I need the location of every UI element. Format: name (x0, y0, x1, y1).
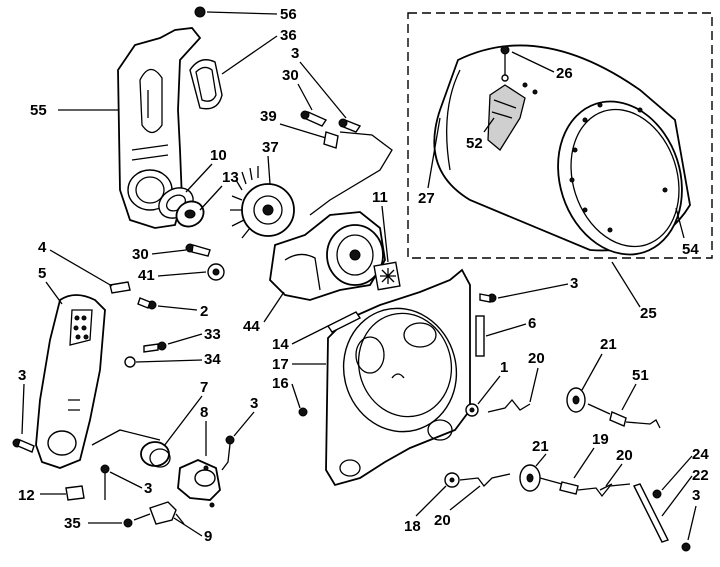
bracket-12 (65, 485, 85, 501)
screw-35 (123, 518, 133, 528)
callout-25: 25 (640, 305, 657, 322)
callout-2: 2 (200, 303, 208, 320)
switch-8 (177, 459, 221, 508)
callout-33: 33 (204, 326, 221, 343)
callout-7: 7 (200, 379, 208, 396)
blower-wheel-37 (230, 166, 295, 239)
callout-10: 10 (210, 147, 227, 164)
callout-5: 5 (38, 265, 46, 282)
callout-3-right: 3 (692, 487, 700, 504)
callout-36: 36 (280, 27, 297, 44)
callout-56: 56 (280, 6, 297, 23)
roller-axle-20c (599, 483, 613, 491)
seal-14 (326, 311, 362, 333)
drum-baffle (487, 84, 526, 151)
callout-4: 4 (38, 239, 47, 256)
washer-18 (444, 472, 460, 488)
drum-roller-21b (519, 464, 541, 492)
clip-39 (323, 131, 339, 149)
roller-axle-20a (487, 398, 531, 413)
callout-3-left: 3 (18, 367, 26, 384)
callout-26: 26 (556, 65, 573, 82)
callout-44: 44 (243, 318, 260, 335)
screw-33 (143, 341, 167, 353)
screw-2 (137, 297, 157, 310)
screw-3-bulkhead (479, 293, 497, 303)
callout-22: 22 (692, 467, 709, 484)
thermostat-11 (373, 261, 401, 291)
callout-51: 51 (632, 367, 649, 384)
blower-housing (117, 27, 202, 229)
screw-30-mid (185, 243, 211, 257)
callout-11: 11 (372, 189, 388, 206)
seal-ring-36 (189, 59, 223, 110)
front-panel-5 (35, 294, 106, 469)
callout-27: 27 (418, 190, 435, 207)
baffle-screw (500, 45, 510, 82)
callout-21b: 21 (532, 438, 549, 455)
rear-bulkhead-17 (325, 268, 471, 487)
ring-19 (539, 477, 631, 498)
roller-1 (465, 403, 479, 417)
callout-19: 19 (592, 431, 609, 448)
drum-assembly-dashed-box (407, 12, 713, 259)
callout-3-switch: 3 (250, 395, 258, 412)
ring-51 (587, 403, 661, 429)
callout-17: 17 (272, 356, 289, 373)
drum-roller-21a (566, 387, 586, 413)
callout-34: 34 (204, 351, 221, 368)
callout-18: 18 (404, 518, 421, 535)
drive-motor-44 (269, 211, 386, 301)
callout-20b: 20 (434, 512, 451, 529)
screw-3-switch (221, 435, 235, 471)
callout-1: 1 (500, 359, 508, 376)
screw-30-top (300, 110, 328, 127)
callout-9: 9 (204, 528, 212, 545)
support-22 (633, 483, 669, 543)
roller-axle-20b (459, 473, 511, 487)
top-screw-56 (194, 6, 206, 18)
callout-3-bottom: 3 (144, 480, 152, 497)
pad-6 (475, 315, 485, 357)
callout-37: 37 (262, 139, 279, 156)
washer-16 (298, 407, 308, 417)
screw-3-right (681, 542, 691, 552)
screw-3-top (338, 118, 362, 133)
callout-8: 8 (200, 404, 208, 421)
bracket-9 (133, 501, 185, 525)
callout-41: 41 (138, 267, 155, 284)
callout-12: 12 (18, 487, 35, 504)
screw-24 (652, 489, 662, 499)
callout-6: 6 (528, 315, 536, 332)
wire-harness (309, 131, 393, 216)
callout-13: 13 (222, 169, 239, 186)
callout-20a: 20 (528, 350, 545, 367)
callout-39: 39 (260, 108, 277, 125)
callout-30-top: 30 (282, 67, 299, 84)
screw-3-left (12, 438, 35, 453)
screw-3-bottom (100, 464, 110, 500)
callout-16: 16 (272, 375, 289, 392)
callout-14: 14 (272, 336, 289, 353)
callout-20c: 20 (616, 447, 633, 464)
washer-34 (124, 356, 136, 368)
callout-24: 24 (692, 446, 709, 463)
callout-21a: 21 (600, 336, 617, 353)
callout-54: 54 (682, 241, 699, 258)
clip-4 (109, 281, 131, 294)
callout-35: 35 (64, 515, 81, 532)
callout-55: 55 (30, 102, 47, 119)
callout-3-top: 3 (291, 45, 299, 62)
belt-path (91, 429, 161, 446)
callout-30-mid: 30 (132, 246, 149, 263)
callout-52: 52 (466, 135, 483, 152)
idler-7 (140, 441, 171, 468)
drum-assembly-group: 26 52 27 54 25 (407, 12, 713, 322)
idler-pulley-41 (207, 263, 225, 281)
callout-3-bulkhead: 3 (570, 275, 578, 292)
